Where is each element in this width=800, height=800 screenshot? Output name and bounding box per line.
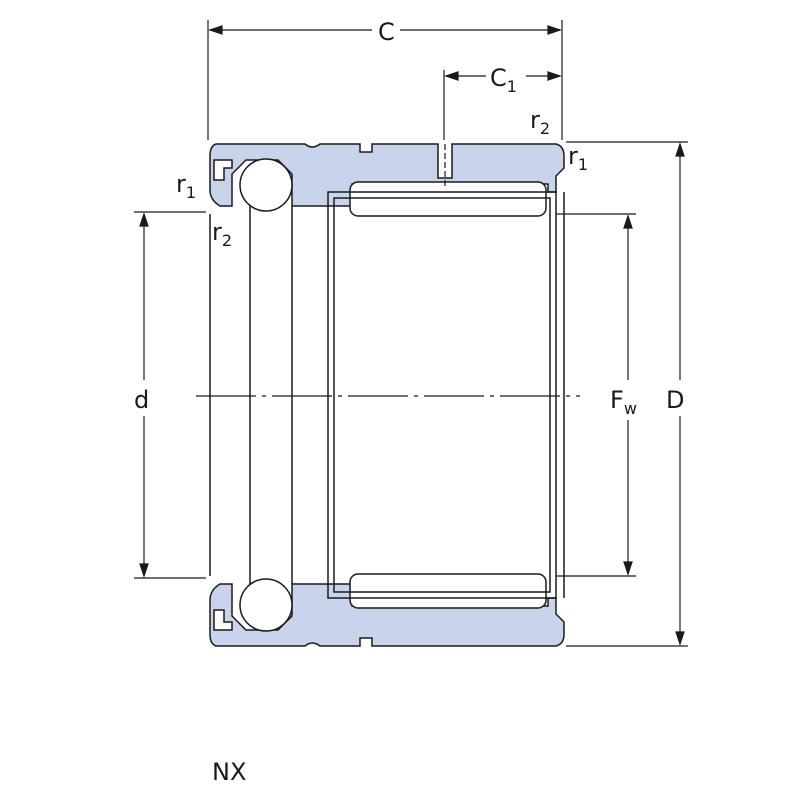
ball-lower [239, 578, 293, 632]
lower-section [209, 573, 565, 647]
label-r1-top-right: r1 [568, 142, 588, 174]
cage-lower [213, 609, 233, 631]
dimension-lines [134, 20, 688, 647]
bearing-designation: NX [212, 758, 247, 786]
needle-roller-lower [349, 573, 547, 609]
ball-upper [239, 158, 293, 212]
label-r2-left: r2 [212, 218, 232, 250]
label-r1-left: r1 [176, 170, 196, 202]
label-Fw: Fw [610, 386, 637, 418]
cage-upper [213, 159, 233, 181]
label-C1: C1 [490, 64, 517, 96]
outer-ring-upper [209, 143, 565, 207]
label-r2-top-right: r2 [530, 106, 550, 138]
label-d: d [134, 386, 149, 414]
label-C: C [378, 18, 395, 46]
needle-roller-upper [349, 181, 547, 217]
upper-section [209, 143, 565, 217]
outer-ring-lower [209, 583, 565, 647]
bearing-outlines [209, 191, 565, 599]
label-D: D [666, 386, 684, 414]
